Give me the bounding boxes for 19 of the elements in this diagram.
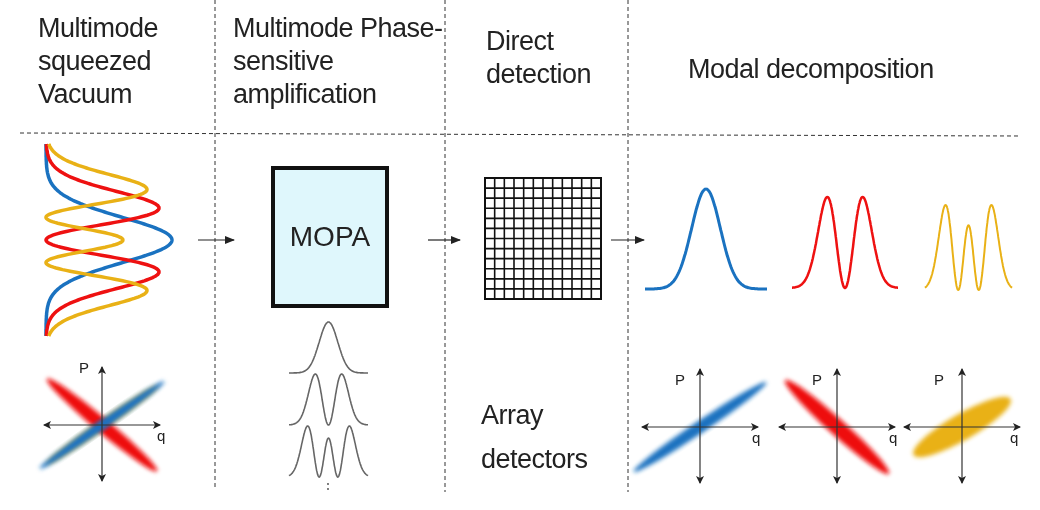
row-label: Array detectors bbox=[481, 399, 589, 476]
axis-label: q bbox=[157, 428, 166, 444]
column-heading: Modal decomposition bbox=[688, 53, 934, 86]
axis-label: q bbox=[1010, 430, 1019, 446]
column-heading: Multimode squeezed Vacuum bbox=[38, 12, 160, 111]
axis-label: P bbox=[79, 360, 89, 376]
detector-array-drawing bbox=[484, 177, 602, 300]
process-box: MOPA bbox=[271, 166, 389, 308]
column-heading: Multimode Phase-sensitive amplification bbox=[233, 12, 443, 111]
arrow bbox=[197, 236, 235, 244]
axis-label: q bbox=[889, 430, 898, 446]
mode-curve-drawing bbox=[644, 187, 768, 291]
axis-label: P bbox=[934, 372, 944, 388]
axis-label: P bbox=[675, 372, 685, 388]
axis-label: q bbox=[752, 430, 761, 446]
column-heading: Direct detection bbox=[486, 25, 593, 91]
arrow bbox=[610, 236, 645, 244]
axis-label: P bbox=[812, 372, 822, 388]
arrow bbox=[427, 236, 461, 244]
